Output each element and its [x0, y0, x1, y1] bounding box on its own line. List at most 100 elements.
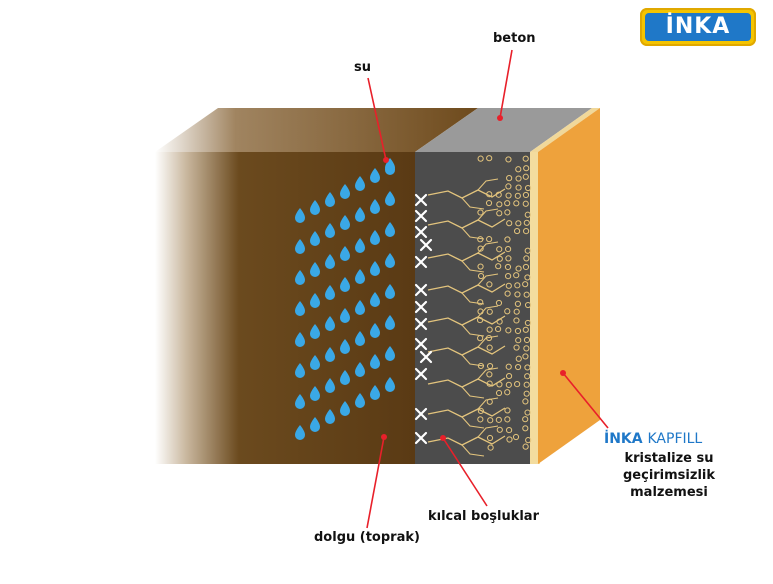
crystal-circle	[477, 245, 484, 252]
crystal-circle	[522, 326, 529, 333]
crystal-circle	[504, 290, 511, 297]
crystal-circle	[515, 166, 522, 173]
water-drop-icon	[340, 401, 350, 416]
crystal-circle	[522, 173, 529, 180]
water-drop-icon	[295, 425, 305, 440]
capillary-line	[427, 188, 506, 199]
water-drop-icon	[370, 168, 380, 183]
crystal-circle	[486, 344, 493, 351]
coating-front-strip	[530, 152, 540, 464]
x-mark-icon	[414, 225, 428, 239]
water-drop-icon	[295, 301, 305, 316]
pointer-beton	[499, 49, 513, 119]
water-drop-icon	[355, 176, 365, 191]
crystal-circle	[523, 219, 530, 226]
capillary-branch	[461, 227, 485, 240]
crystal-circle	[504, 407, 511, 414]
x-mark-icon	[414, 407, 428, 421]
capillary-line	[427, 315, 506, 326]
water-drop-icon	[355, 269, 365, 284]
crystal-circle	[523, 165, 530, 172]
crystal-circle	[495, 416, 502, 423]
crystal-circle	[513, 272, 520, 279]
crystal-circle	[513, 308, 520, 315]
pointer-kilcal	[442, 437, 488, 507]
label-su: su	[354, 60, 371, 75]
crystal-circle	[505, 192, 512, 199]
label-dolgu: dolgu (toprak)	[314, 530, 420, 545]
crystal-circle	[504, 308, 511, 315]
capillary-branch	[477, 367, 499, 380]
water-drop-icon	[370, 323, 380, 338]
water-drop-icon	[310, 324, 320, 339]
crystal-circle	[522, 155, 529, 162]
crystal-circle	[524, 274, 531, 281]
water-drop-icon	[385, 253, 395, 268]
pointer-dolgu	[366, 436, 385, 529]
crystal-circle	[522, 353, 529, 360]
crystal-circle	[506, 436, 513, 443]
water-drop-icon	[325, 347, 335, 362]
crystal-circle	[486, 398, 493, 405]
water-drop-icon	[325, 316, 335, 331]
product-description: kristalize su geçirimsizlik malzemesi	[604, 450, 734, 501]
pointer-kilcal-dot	[440, 435, 446, 441]
soil-front-face	[155, 152, 417, 464]
water-drop-icon	[310, 386, 320, 401]
crystal-circle	[523, 390, 530, 397]
coating-top-edge	[530, 108, 600, 152]
crystal-circle	[477, 263, 484, 270]
water-drop-icon	[370, 354, 380, 369]
crystal-circle	[504, 416, 511, 423]
capillary-branch	[477, 273, 499, 286]
water-drop-icon	[340, 215, 350, 230]
crystal-circle	[477, 308, 484, 315]
crystal-circle	[477, 416, 484, 423]
water-drop-icon	[370, 292, 380, 307]
label-kilcal: kılcal boşluklar	[428, 509, 539, 524]
water-drop-icon	[355, 393, 365, 408]
crystal-circle	[523, 228, 530, 235]
capillary-line	[427, 345, 506, 356]
pointer-kapfill	[562, 372, 609, 429]
product-description-line: kristalize su	[624, 451, 714, 466]
crystal-circle	[522, 398, 529, 405]
x-mark-icon	[419, 238, 433, 252]
capillary-line	[427, 377, 506, 388]
water-drop-icon	[295, 270, 305, 285]
crystal-circle	[505, 381, 512, 388]
crystal-circle	[496, 426, 503, 433]
crystal-circle	[505, 363, 512, 370]
water-drop-icon	[355, 238, 365, 253]
capillary-branch	[461, 444, 485, 457]
crystal-circle	[476, 316, 484, 324]
water-drop-icon	[370, 385, 380, 400]
water-drop-icon	[370, 199, 380, 214]
crystal-circle	[477, 335, 484, 342]
crystal-circle	[487, 444, 494, 451]
water-drop-icon	[325, 378, 335, 393]
crystal-circle	[524, 211, 531, 218]
water-drop-icon	[295, 332, 305, 347]
crystal-circle	[504, 200, 511, 207]
crystal-circle	[504, 245, 512, 253]
capillary-branch	[461, 354, 485, 367]
crystal-circle	[505, 183, 512, 190]
crystal-circle	[505, 255, 512, 262]
water-drop-icon	[310, 355, 320, 370]
capillary-branch	[477, 397, 499, 410]
water-drop-icon	[355, 207, 365, 222]
crystal-circle	[522, 200, 529, 207]
water-drop-icon	[355, 362, 365, 377]
crystal-circle	[496, 381, 503, 388]
inka-logo-text: İNKA	[645, 13, 751, 41]
crystal-circle	[477, 272, 485, 280]
crystal-circle	[523, 381, 530, 388]
crystal-circle	[486, 155, 493, 162]
crystal-circle	[477, 209, 484, 216]
capillary-branch	[477, 425, 499, 438]
pointer-dolgu-dot	[381, 434, 387, 440]
crystal-circle	[525, 437, 532, 444]
capillary-branch	[461, 292, 485, 305]
crystal-circle	[522, 191, 530, 199]
